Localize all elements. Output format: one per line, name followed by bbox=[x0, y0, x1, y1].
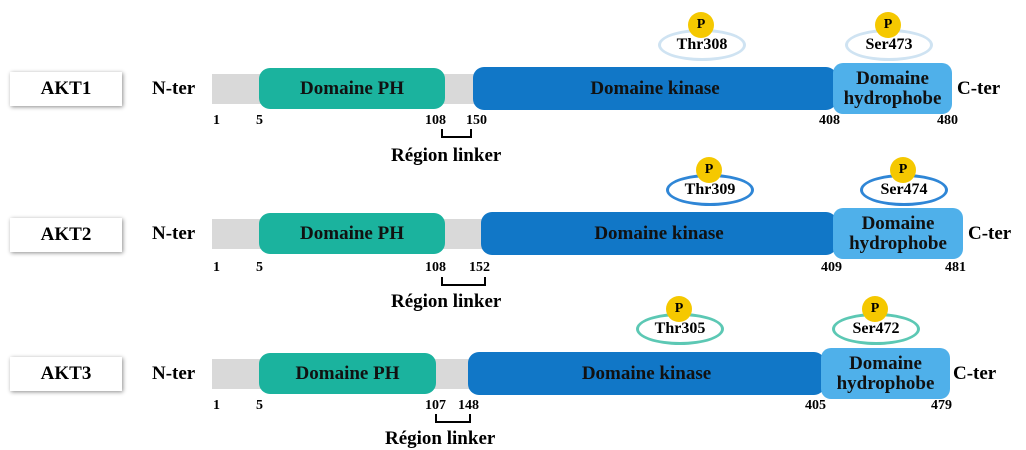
position-ph-start: 5 bbox=[256, 398, 263, 413]
hydrophobic-domain: Domaine hydrophobe bbox=[833, 208, 963, 259]
linker-region-label: Région linker bbox=[391, 145, 502, 166]
phosphate-icon: P bbox=[666, 296, 692, 322]
position-kinase-end: 409 bbox=[821, 260, 842, 275]
linker-bracket bbox=[441, 129, 472, 138]
position-kinase-start: 150 bbox=[466, 113, 487, 128]
position-ph-start: 5 bbox=[256, 113, 263, 128]
phospho-site-thr: P Thr305 bbox=[636, 296, 724, 346]
position-ph-start: 5 bbox=[256, 260, 263, 275]
position-start: 1 bbox=[213, 113, 220, 128]
n-terminus-label: N-ter bbox=[152, 223, 196, 244]
isoform-label: AKT1 bbox=[10, 72, 122, 106]
ph-domain: Domaine PH bbox=[259, 353, 436, 394]
isoform-label: AKT2 bbox=[10, 218, 122, 252]
position-kinase-end: 408 bbox=[819, 113, 840, 128]
position-end: 479 bbox=[931, 398, 952, 413]
hydrophobic-domain: Domaine hydrophobe bbox=[833, 63, 952, 114]
isoform-row-akt1: AKT1 N-ter Domaine PH Domaine kinase Dom… bbox=[0, 0, 1026, 166]
phospho-site-thr: P Thr308 bbox=[658, 12, 746, 62]
c-terminus-label: C-ter bbox=[953, 363, 997, 384]
position-ph-end: 107 bbox=[425, 398, 446, 413]
linker-bracket bbox=[435, 414, 471, 423]
linker-bracket bbox=[441, 277, 486, 286]
hydrophobic-domain: Domaine hydrophobe bbox=[821, 348, 950, 399]
kinase-domain: Domaine kinase bbox=[481, 212, 837, 255]
position-start: 1 bbox=[213, 260, 220, 275]
phospho-site-thr: P Thr309 bbox=[666, 157, 754, 207]
position-end: 481 bbox=[945, 260, 966, 275]
kinase-domain: Domaine kinase bbox=[473, 67, 837, 110]
ph-domain: Domaine PH bbox=[259, 68, 445, 109]
n-terminus-label: N-ter bbox=[152, 363, 196, 384]
position-kinase-start: 152 bbox=[469, 260, 490, 275]
phospho-site-ser: P Ser474 bbox=[860, 157, 948, 207]
c-terminus-label: C-ter bbox=[968, 223, 1012, 244]
phosphate-icon: P bbox=[875, 12, 901, 38]
kinase-domain: Domaine kinase bbox=[468, 352, 825, 395]
position-start: 1 bbox=[213, 398, 220, 413]
ph-domain: Domaine PH bbox=[259, 213, 445, 254]
phosphate-icon: P bbox=[862, 296, 888, 322]
phospho-site-ser: P Ser473 bbox=[845, 12, 933, 62]
position-kinase-start: 148 bbox=[458, 398, 479, 413]
position-ph-end: 108 bbox=[425, 113, 446, 128]
position-end: 480 bbox=[937, 113, 958, 128]
c-terminus-label: C-ter bbox=[957, 78, 1001, 99]
linker-region-label: Région linker bbox=[385, 428, 496, 449]
n-terminus-label: N-ter bbox=[152, 78, 196, 99]
phospho-site-label: Thr305 bbox=[636, 313, 724, 345]
phospho-site-label: Thr309 bbox=[666, 174, 754, 206]
phosphate-icon: P bbox=[890, 157, 916, 183]
phosphate-icon: P bbox=[688, 12, 714, 38]
linker-region-label: Région linker bbox=[391, 291, 502, 312]
position-ph-end: 108 bbox=[425, 260, 446, 275]
isoform-row-akt2: AKT2 N-ter Domaine PH Domaine kinase Dom… bbox=[0, 0, 1026, 312]
isoform-label: AKT3 bbox=[10, 357, 122, 391]
phospho-site-ser: P Ser472 bbox=[832, 296, 920, 346]
position-kinase-end: 405 bbox=[805, 398, 826, 413]
phosphate-icon: P bbox=[696, 157, 722, 183]
